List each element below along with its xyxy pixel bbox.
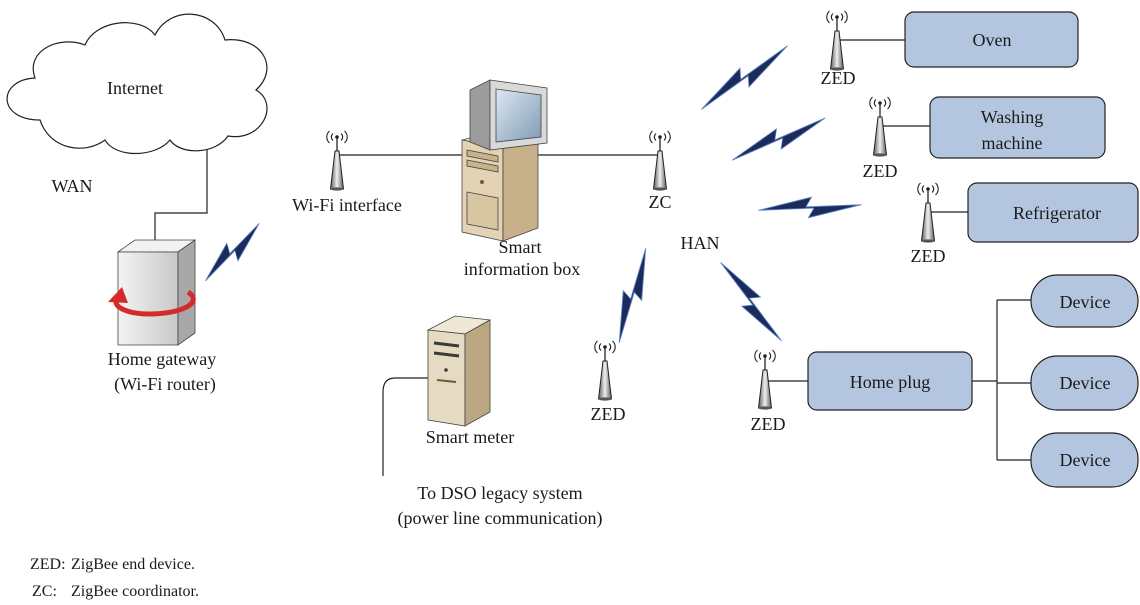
- meter-slot: [436, 379, 457, 383]
- device-node: [1030, 355, 1139, 411]
- legend-description: ZigBee end device.: [71, 556, 195, 573]
- washing-label-line2: machine: [982, 133, 1043, 153]
- device-node: [1030, 274, 1139, 328]
- legend-term: ZC:: [32, 583, 57, 600]
- tower-drive-bay: [466, 159, 499, 173]
- monitor-screen: [495, 88, 542, 143]
- smart-box-label-line2: information box: [464, 259, 580, 279]
- legend-description: ZigBee coordinator.: [71, 583, 199, 600]
- fridge-link-bolt-icon: [758, 189, 862, 226]
- washing-zed-antenna-icon: [869, 96, 891, 158]
- meter-slot: [433, 351, 460, 358]
- zc-label: ZC: [648, 192, 671, 212]
- oven-zed-antenna-icon: [826, 10, 848, 72]
- meter-slot: [433, 341, 460, 348]
- meter-zed-label: ZED: [591, 404, 626, 424]
- oven-zed-label: ZED: [821, 68, 856, 88]
- homeplug-link-bolt-icon: [720, 253, 783, 351]
- washing-label-line1: Washing: [981, 107, 1044, 127]
- wan-zone-label: WAN: [52, 176, 93, 196]
- meter-side-face: [464, 319, 491, 427]
- monitor-side: [469, 79, 491, 151]
- device-label: Device: [1060, 292, 1111, 312]
- meter-indicator: [444, 368, 448, 372]
- gateway-arrow-front: [113, 289, 196, 317]
- refrigerator-label: Refrigerator: [1013, 203, 1101, 223]
- smart-meter-label: Smart meter: [426, 427, 514, 447]
- washing-zed-label: ZED: [863, 161, 898, 181]
- wifi-link-bolt-icon: [194, 222, 271, 282]
- smart-information-box-icon: [461, 79, 548, 242]
- gateway-label-line1: Home gateway: [108, 349, 216, 369]
- zc-antenna-icon: [649, 130, 671, 192]
- gateway-front-face: [117, 251, 179, 346]
- washing-machine-node: [929, 96, 1106, 159]
- device-node: [1030, 432, 1139, 488]
- wifi-antenna-icon: [326, 130, 348, 192]
- dso-label-line1: To DSO legacy system: [417, 483, 582, 503]
- gateway-label-line2: (Wi-Fi router): [114, 374, 216, 395]
- internet-label: Internet: [107, 78, 163, 98]
- oven-node: [904, 11, 1079, 68]
- legend-term: ZED:: [30, 556, 66, 573]
- cloud-to-gateway-line: [154, 149, 208, 240]
- fridge-zed-antenna-icon: [917, 182, 939, 244]
- legend: ZED: ZigBee end device. ZC: ZigBee coord…: [30, 556, 199, 600]
- tower-power-button: [480, 180, 484, 184]
- tower-side-face: [502, 137, 539, 242]
- gateway-arrowhead: [108, 287, 128, 303]
- meter-link-bolt-icon: [600, 247, 665, 344]
- internet-cloud: [6, 13, 268, 155]
- tower-vent-panel: [466, 191, 499, 231]
- gateway-side-face: [177, 239, 196, 346]
- wifi-interface-label: Wi-Fi interface: [292, 195, 402, 215]
- homeplug-zed-antenna-icon: [754, 349, 776, 411]
- meter-powerline: [382, 377, 432, 476]
- dso-label-line2: (power line communication): [398, 508, 603, 529]
- refrigerator-node: [967, 182, 1139, 243]
- oven-label: Oven: [973, 30, 1012, 50]
- oven-link-bolt-icon: [692, 45, 797, 110]
- smart-box-label-line1: Smart: [499, 237, 542, 257]
- device-bus-lines: [972, 299, 1031, 461]
- device-label: Device: [1060, 373, 1111, 393]
- home-gateway-router-icon: [108, 239, 197, 346]
- han-zone-label: HAN: [681, 233, 720, 253]
- home-plug-label: Home plug: [850, 372, 931, 392]
- washing-link-bolt-icon: [727, 117, 831, 161]
- fridge-zed-label: ZED: [911, 246, 946, 266]
- smart-meter-icon: [426, 315, 492, 427]
- meter-zed-antenna-icon: [594, 340, 616, 402]
- device-label: Device: [1060, 450, 1111, 470]
- tower-drive-bay: [466, 149, 499, 163]
- homeplug-zed-label: ZED: [751, 414, 786, 434]
